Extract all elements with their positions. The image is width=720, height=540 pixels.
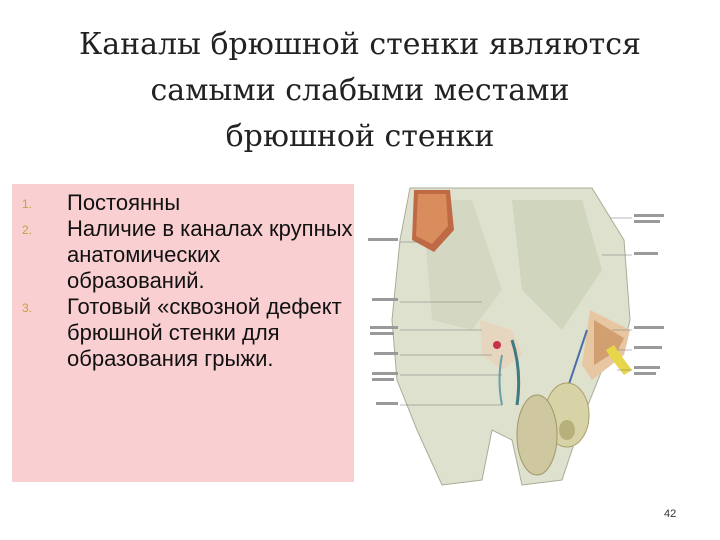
list-item-number: 2. [22, 223, 33, 237]
anatomy-illustration [362, 180, 670, 490]
list-item-text: Постоянны [67, 190, 181, 215]
list-item: 1. Постоянны [12, 190, 354, 216]
title-line-3: брюшной стенки [225, 119, 495, 154]
list-item-number: 1. [22, 197, 33, 211]
list-item: 2. Наличие в каналах крупных анатомическ… [12, 216, 354, 294]
title-line-1: Каналы брюшной стенки являются [79, 27, 641, 62]
title-line-2: самыми слабыми местами [150, 73, 570, 108]
slide-title: Каналы брюшной стенки являются самыми сл… [0, 22, 720, 160]
list-item-number: 3. [22, 301, 33, 315]
figure-labels [368, 214, 664, 405]
page-number: 42 [664, 508, 677, 520]
list-item-text: Готовый «сквозной дефект брюшной стенки … [67, 294, 342, 371]
points-panel: 1. Постоянны 2. Наличие в каналах крупны… [12, 184, 354, 482]
points-list: 1. Постоянны 2. Наличие в каналах крупны… [12, 190, 354, 372]
list-item: 3. Готовый «сквозной дефект брюшной стен… [12, 294, 354, 372]
list-item-text: Наличие в каналах крупных анатомических … [67, 216, 353, 293]
